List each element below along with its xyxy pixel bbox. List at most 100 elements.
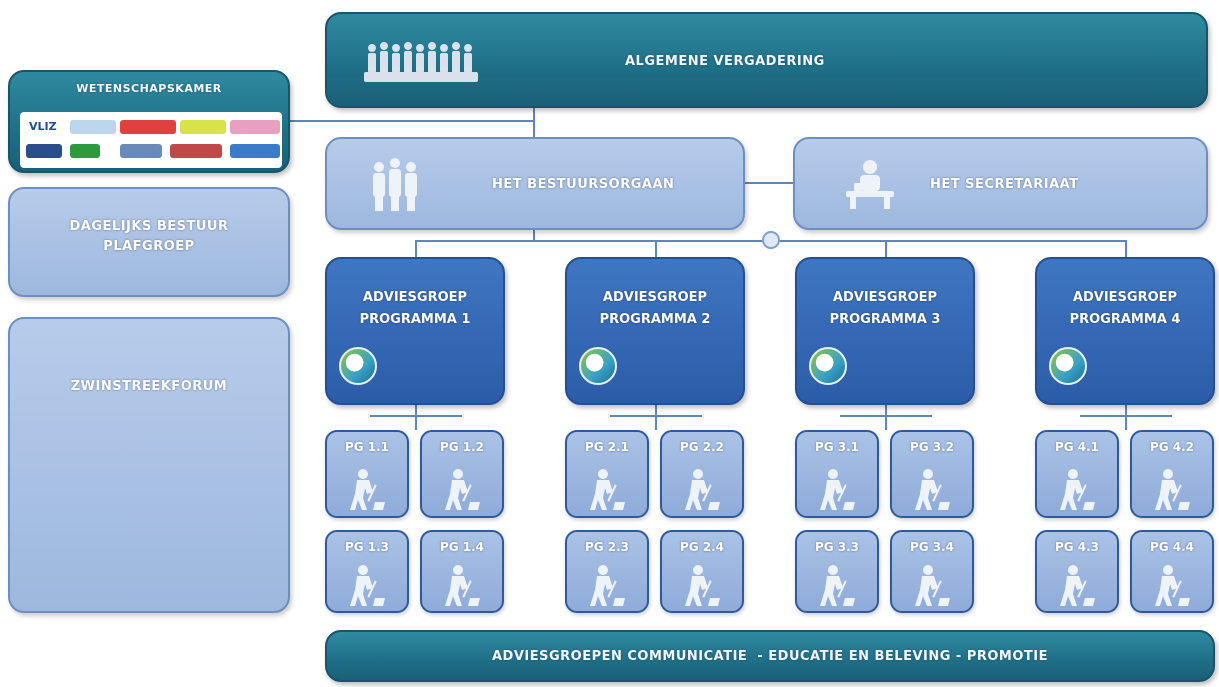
worker-shovel-icon (350, 469, 385, 510)
pg-box[interactable]: PG 1.2 (420, 430, 504, 518)
wetenschapskamer-title: WETENSCHAPSKAMER (76, 82, 222, 95)
connector-line (533, 230, 535, 242)
pg-box[interactable]: PG 1.1 (325, 430, 409, 518)
pg-label: PG 3.4 (909, 540, 955, 554)
pg-box[interactable]: PG 3.3 (795, 530, 879, 613)
pg-label: PG 2.1 (584, 440, 630, 454)
worker-shovel-icon (1155, 565, 1190, 606)
worker-shovel-icon (445, 565, 480, 606)
pg-label: PG 4.2 (1149, 440, 1195, 454)
partner-logo (120, 144, 162, 158)
connector-line (533, 107, 535, 137)
worker-shovel-icon (590, 565, 625, 606)
pg-box[interactable]: PG 2.2 (660, 430, 744, 518)
worker-shovel-icon (685, 469, 720, 510)
zwinstreekforum-title: ZWINSTREEKFORUM (70, 379, 228, 394)
zwinstreekforum-box[interactable]: ZWINSTREEKFORUM (8, 317, 290, 613)
worker-shovel-icon (915, 565, 950, 606)
junction-node (762, 231, 780, 249)
adviesgroep-programma-2[interactable]: ADVIESGROEP PROGRAMMA 2 (565, 257, 745, 405)
partner-logo (70, 144, 100, 158)
pg-label: PG 1.3 (344, 540, 390, 554)
connector-line (885, 405, 887, 430)
connector-line (885, 240, 887, 258)
worker-shovel-icon (445, 469, 480, 510)
communicatie-footer-title: ADVIESGROEPEN COMMUNICATIE - EDUCATIE EN… (491, 649, 1049, 664)
partner-logo (180, 120, 226, 134)
pg-box[interactable]: PG 3.2 (890, 430, 974, 518)
program-logo-icon (579, 347, 617, 385)
partner-logo (230, 120, 280, 134)
algemene-vergadering-title: ALGEMENE VERGADERING (625, 54, 825, 69)
connector-line (370, 415, 462, 417)
communicatie-footer-box[interactable]: ADVIESGROEPEN COMMUNICATIE - EDUCATIE EN… (325, 630, 1215, 682)
pg-label: PG 4.4 (1149, 540, 1195, 554)
worker-shovel-icon (590, 469, 625, 510)
worker-shovel-icon (820, 565, 855, 606)
adviesgroep-title: ADVIESGROEP PROGRAMMA 4 (1069, 290, 1181, 327)
dagelijks-bestuur-box[interactable]: DAGELIJKS BESTUUR PLAFGROEP (8, 187, 290, 297)
worker-shovel-icon (685, 565, 720, 606)
pg-box[interactable]: PG 3.4 (890, 530, 974, 613)
pg-box[interactable]: PG 4.2 (1130, 430, 1214, 518)
adviesgroep-title: ADVIESGROEP PROGRAMMA 2 (599, 290, 711, 327)
dagelijks-bestuur-line1: DAGELIJKS BESTUUR (69, 219, 229, 234)
pg-label: PG 1.2 (439, 440, 485, 454)
partner-logo (230, 144, 280, 158)
board-people-icon (373, 158, 417, 211)
program-logo-icon (809, 347, 847, 385)
pg-box[interactable]: PG 1.4 (420, 530, 504, 613)
pg-label: PG 3.2 (909, 440, 955, 454)
connector-line (840, 415, 932, 417)
pg-box[interactable]: PG 3.1 (795, 430, 879, 518)
connector-line (655, 405, 657, 430)
connector-line (655, 240, 657, 258)
program-logo-icon (1049, 347, 1087, 385)
worker-shovel-icon (915, 469, 950, 510)
worker-shovel-icon (1155, 469, 1190, 510)
pg-label: PG 2.2 (679, 440, 725, 454)
adviesgroep-title: ADVIESGROEP PROGRAMMA 3 (829, 290, 941, 327)
partner-logo (26, 144, 62, 158)
bestuursorgaan-box[interactable]: HET BESTUURSORGAAN (325, 137, 745, 230)
secretariaat-box[interactable]: HET SECRETARIAAT (793, 137, 1208, 230)
pg-box[interactable]: PG 4.1 (1035, 430, 1119, 518)
worker-shovel-icon (820, 469, 855, 510)
pg-box[interactable]: PG 2.1 (565, 430, 649, 518)
pg-box[interactable]: PG 4.4 (1130, 530, 1214, 613)
worker-shovel-icon (1060, 469, 1095, 510)
secretariat-desk-icon (846, 160, 894, 209)
adviesgroep-title: ADVIESGROEP PROGRAMMA 1 (359, 290, 471, 327)
partner-logo (70, 120, 116, 134)
pg-box[interactable]: PG 2.4 (660, 530, 744, 613)
pg-label: PG 4.1 (1054, 440, 1100, 454)
worker-shovel-icon (1060, 565, 1095, 606)
connector-line (415, 240, 417, 258)
secretariaat-title: HET SECRETARIAAT (930, 177, 1079, 192)
bestuursorgaan-title: HET BESTUURSORGAAN (492, 177, 675, 192)
connector-line (290, 120, 535, 122)
pg-box[interactable]: PG 1.3 (325, 530, 409, 613)
pg-label: PG 1.1 (344, 440, 390, 454)
adviesgroep-programma-1[interactable]: ADVIESGROEP PROGRAMMA 1 (325, 257, 505, 405)
partner-logo (120, 120, 176, 134)
partner-logo (170, 144, 222, 158)
adviesgroep-programma-3[interactable]: ADVIESGROEP PROGRAMMA 3 (795, 257, 975, 405)
crowd-icon (364, 42, 478, 82)
program-logo-icon (339, 347, 377, 385)
pg-label: PG 1.4 (439, 540, 485, 554)
dagelijks-bestuur-line2: PLAFGROEP (103, 239, 195, 254)
adviesgroep-programma-4[interactable]: ADVIESGROEP PROGRAMMA 4 (1035, 257, 1215, 405)
pg-box[interactable]: PG 4.3 (1035, 530, 1119, 613)
connector-line (610, 415, 702, 417)
worker-shovel-icon (350, 565, 385, 606)
pg-label: PG 2.3 (584, 540, 630, 554)
pg-box[interactable]: PG 2.3 (565, 530, 649, 613)
connector-line (745, 182, 793, 184)
pg-label: PG 4.3 (1054, 540, 1100, 554)
connector-line (1125, 405, 1127, 430)
vliz-logo: VLIZ (29, 120, 57, 133)
wetenschapskamer-box[interactable]: WETENSCHAPSKAMER VLIZ (8, 70, 290, 173)
connector-line (415, 405, 417, 430)
algemene-vergadering-box[interactable]: ALGEMENE VERGADERING (325, 12, 1208, 108)
